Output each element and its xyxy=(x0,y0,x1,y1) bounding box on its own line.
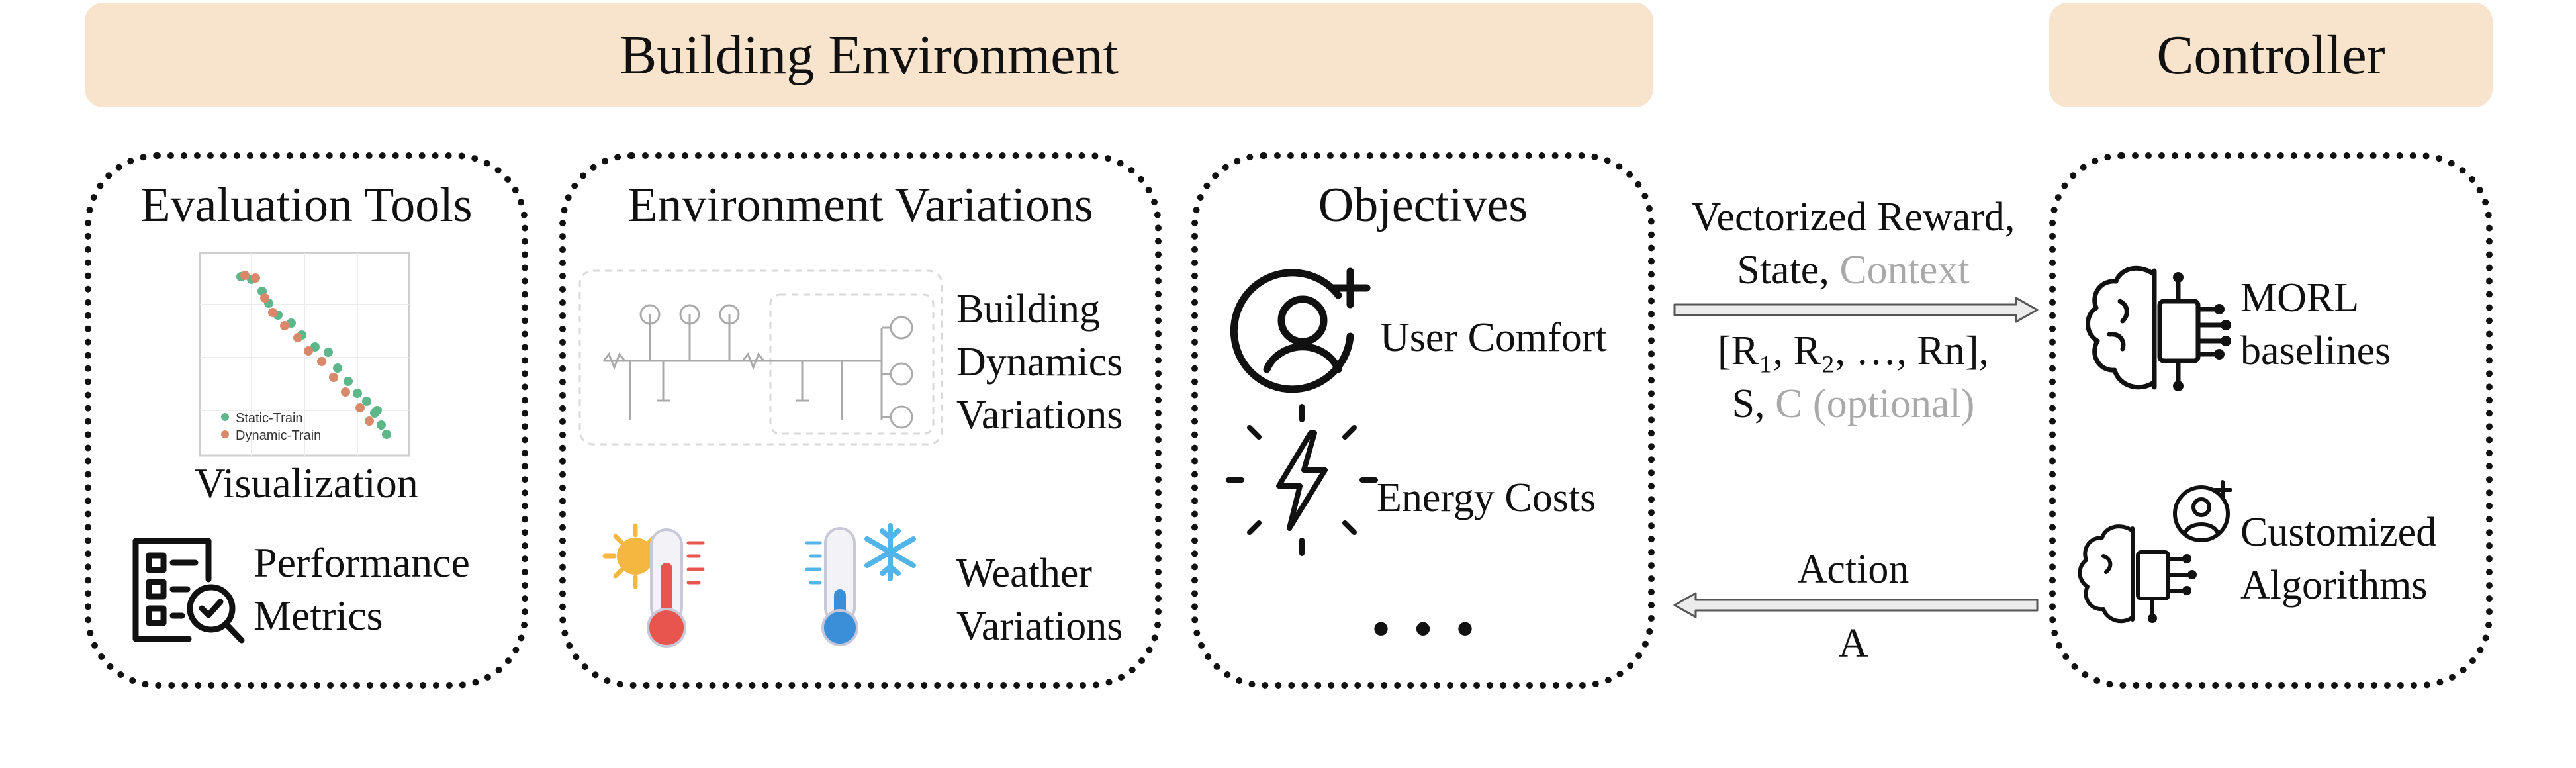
more-objectives-ellipsis: • • • xyxy=(1367,603,1479,657)
legend-dynamic-train: Dynamic-Train xyxy=(236,428,321,443)
morl-baselines-label: MORL baselines xyxy=(2240,271,2391,377)
vector-line1: [R₁, R₂, …, Rn], xyxy=(1717,328,1990,373)
lightning-icon xyxy=(1226,404,1378,556)
building-line3: Variations xyxy=(956,393,1123,438)
context-label: Context xyxy=(1839,248,1970,293)
state-arrow-right xyxy=(1673,297,2039,323)
objectives-panel xyxy=(1191,152,1655,689)
customized-algorithms-label: Customized Algorithms xyxy=(2240,506,2436,612)
weather-line1: Weather xyxy=(956,551,1092,596)
evaluation-tools-title: Evaluation Tools xyxy=(140,178,473,232)
evaluation-tools-panel xyxy=(85,152,528,689)
user-plus-icon xyxy=(1230,267,1371,393)
action-symbol: A xyxy=(1838,621,1868,666)
ai-brain-user-icon xyxy=(2078,480,2232,624)
performance-metrics-label: Performance Metrics xyxy=(253,536,470,642)
objectives-title: Objectives xyxy=(1318,178,1528,232)
reward-line2: State, Context xyxy=(1737,248,1970,293)
custom-line2: Algorithms xyxy=(2240,563,2428,608)
sun-thermometer-icon xyxy=(602,523,705,648)
ai-brain-chip-icon xyxy=(2086,265,2231,391)
building-environment-header: Building Environment xyxy=(85,3,1653,107)
performance-line1: Performance xyxy=(253,539,470,586)
morl-line2: baselines xyxy=(2240,328,2391,373)
weather-line2: Variations xyxy=(956,604,1123,649)
controller-title: Controller xyxy=(2156,24,2385,86)
visualization-label: Visualization xyxy=(195,459,418,506)
vector-line2: S, C (optional) xyxy=(1731,381,1975,426)
weather-variations-label: Weather Variations xyxy=(956,547,1123,653)
reward-state-context-label: Vectorized Reward, State, Context xyxy=(1655,191,2052,297)
user-comfort-label: User Comfort xyxy=(1380,315,1607,360)
action-label: Action xyxy=(1797,547,1909,592)
reward-vector-label: [R₁, R₂, …, Rn], S, C (optional) xyxy=(1655,324,2052,430)
custom-line1: Customized xyxy=(2240,510,2437,555)
morl-line1: MORL xyxy=(2240,275,2360,320)
reward-line1: Vectorized Reward, xyxy=(1691,195,2015,240)
building-circuit-diagram xyxy=(578,269,943,446)
energy-costs-label: Energy Costs xyxy=(1377,475,1596,520)
checklist-search-icon xyxy=(132,538,245,644)
legend-static-train: Static-Train xyxy=(236,411,303,426)
snow-thermometer-icon xyxy=(805,523,916,646)
context-optional-label: C (optional) xyxy=(1775,381,1975,426)
dynamic-train-points xyxy=(240,271,374,426)
environment-variations-title: Environment Variations xyxy=(627,178,1093,232)
environment-variations-panel xyxy=(559,152,1162,689)
performance-line2: Metrics xyxy=(253,592,383,639)
building-dynamics-label: Building Dynamics Variations xyxy=(956,283,1123,442)
controller-header: Controller xyxy=(2049,3,2493,107)
building-line1: Building xyxy=(956,287,1101,332)
pareto-scatter-plot: Static-Train Dynamic-Train xyxy=(199,252,410,457)
building-environment-title: Building Environment xyxy=(620,24,1119,86)
building-line2: Dynamics xyxy=(956,340,1123,385)
controller-panel xyxy=(2049,152,2493,689)
action-arrow-left xyxy=(1673,592,2039,618)
